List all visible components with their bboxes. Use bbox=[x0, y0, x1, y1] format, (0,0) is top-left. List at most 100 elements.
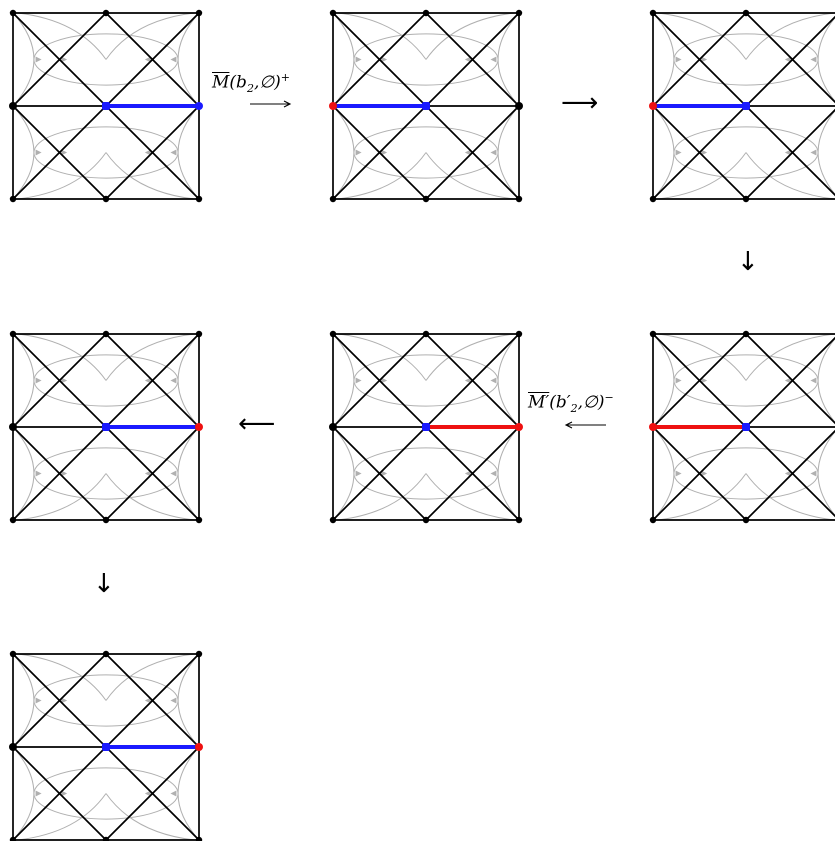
flow-arrowhead bbox=[784, 149, 791, 156]
edge-diamond bbox=[12, 105, 107, 200]
edge-diamond bbox=[105, 746, 200, 841]
vertex-left-mid bbox=[649, 102, 657, 110]
flow-arrowhead bbox=[170, 470, 177, 477]
edge-diamond bbox=[12, 426, 107, 521]
flow-arrowhead bbox=[810, 56, 817, 63]
panel-p1 bbox=[9, 9, 203, 203]
vertex bbox=[422, 516, 430, 524]
vertex-center bbox=[742, 102, 750, 110]
vertex bbox=[195, 195, 203, 203]
arrow-left-2: ⟵ bbox=[238, 409, 276, 439]
flow-curve bbox=[177, 333, 200, 428]
label-arg: (b′ bbox=[549, 392, 571, 413]
vertex-left-mid bbox=[329, 423, 337, 431]
flow-arrowhead bbox=[61, 149, 68, 156]
label-superscript: − bbox=[604, 391, 614, 404]
vertex bbox=[9, 836, 17, 841]
flow-arrowhead bbox=[170, 790, 177, 797]
flow-curve bbox=[497, 12, 520, 107]
flow-curve bbox=[332, 105, 355, 200]
flow-oval bbox=[353, 33, 499, 86]
flow-curve bbox=[652, 12, 675, 107]
vertex bbox=[102, 836, 110, 841]
flow-curve bbox=[337, 152, 427, 200]
flow-arrowhead bbox=[61, 377, 68, 384]
flow-oval bbox=[33, 767, 179, 820]
flow-arrowhead bbox=[464, 56, 471, 63]
edge-diamond bbox=[12, 333, 107, 428]
flow-curve bbox=[817, 17, 835, 102]
flow-arrowhead bbox=[464, 377, 471, 384]
vertices bbox=[649, 9, 750, 203]
flow-arrowhead bbox=[675, 56, 682, 63]
vertex-left-mid bbox=[329, 102, 337, 110]
vertex bbox=[195, 836, 203, 841]
label-symbol-m: M bbox=[212, 72, 230, 93]
vertex bbox=[102, 9, 110, 17]
flow-curve bbox=[17, 473, 107, 521]
flow-curve bbox=[177, 105, 200, 200]
flow-arrowhead bbox=[144, 56, 151, 63]
vertex bbox=[9, 650, 17, 658]
flow-arrowhead bbox=[61, 470, 68, 477]
vertex bbox=[742, 330, 750, 338]
flow-curve bbox=[745, 473, 835, 521]
flow-arrowhead bbox=[35, 470, 42, 477]
flow-curve bbox=[105, 12, 195, 60]
vertex bbox=[329, 516, 337, 524]
flow-arrowhead bbox=[784, 377, 791, 384]
flow-curve bbox=[497, 105, 520, 200]
flow-lines bbox=[12, 333, 200, 521]
flow-arrowhead bbox=[675, 470, 682, 477]
edge-diamond bbox=[12, 746, 107, 841]
edge-diamond bbox=[425, 333, 520, 428]
flow-curve bbox=[12, 653, 35, 748]
flow-oval bbox=[353, 126, 499, 179]
flow-oval bbox=[673, 126, 819, 179]
flow-curve bbox=[12, 426, 35, 521]
flow-curve bbox=[177, 12, 200, 107]
vertex bbox=[515, 9, 523, 17]
arrow-label-mprime-b2prime-minus: M′(b′2,∅)− bbox=[528, 392, 614, 414]
flow-curve bbox=[652, 105, 675, 200]
flow-arrowhead bbox=[381, 56, 388, 63]
edge-diamond bbox=[12, 653, 107, 748]
flow-curve bbox=[745, 333, 835, 381]
flow-oval bbox=[673, 33, 819, 86]
vertex bbox=[742, 516, 750, 524]
flow-arrowhead bbox=[810, 470, 817, 477]
vertex bbox=[102, 650, 110, 658]
vertex bbox=[649, 9, 657, 17]
vertex-left-mid bbox=[9, 423, 17, 431]
panel-p6 bbox=[9, 330, 203, 524]
arrow-down-1: ↓ bbox=[737, 247, 759, 277]
flow-lines bbox=[652, 12, 835, 200]
vertex bbox=[102, 516, 110, 524]
flow-arrowhead bbox=[61, 56, 68, 63]
panel-p5 bbox=[329, 330, 523, 524]
arrow-right-1-head bbox=[283, 100, 292, 108]
vertex bbox=[329, 330, 337, 338]
edge-diamond bbox=[105, 426, 200, 521]
vertex-center bbox=[742, 423, 750, 431]
flow-curve bbox=[817, 110, 835, 195]
vertex bbox=[649, 195, 657, 203]
flow-curve bbox=[17, 12, 107, 60]
flow-arrowhead bbox=[675, 377, 682, 384]
flow-lines bbox=[332, 333, 520, 521]
flow-arrowhead bbox=[381, 377, 388, 384]
flow-curve bbox=[105, 793, 195, 841]
flow-curve bbox=[745, 12, 835, 60]
flow-arrowhead bbox=[464, 470, 471, 477]
flow-oval bbox=[33, 447, 179, 500]
edge-diamond bbox=[105, 653, 200, 748]
vertices bbox=[9, 330, 203, 524]
flow-curve bbox=[17, 653, 107, 701]
vertex-center bbox=[422, 423, 430, 431]
vertex bbox=[649, 516, 657, 524]
flow-arrowhead bbox=[144, 377, 151, 384]
edge-diamond bbox=[425, 12, 520, 107]
flow-lines bbox=[332, 12, 520, 200]
arrow-right-2: ⟶ bbox=[561, 88, 599, 118]
flow-curve bbox=[817, 431, 835, 516]
